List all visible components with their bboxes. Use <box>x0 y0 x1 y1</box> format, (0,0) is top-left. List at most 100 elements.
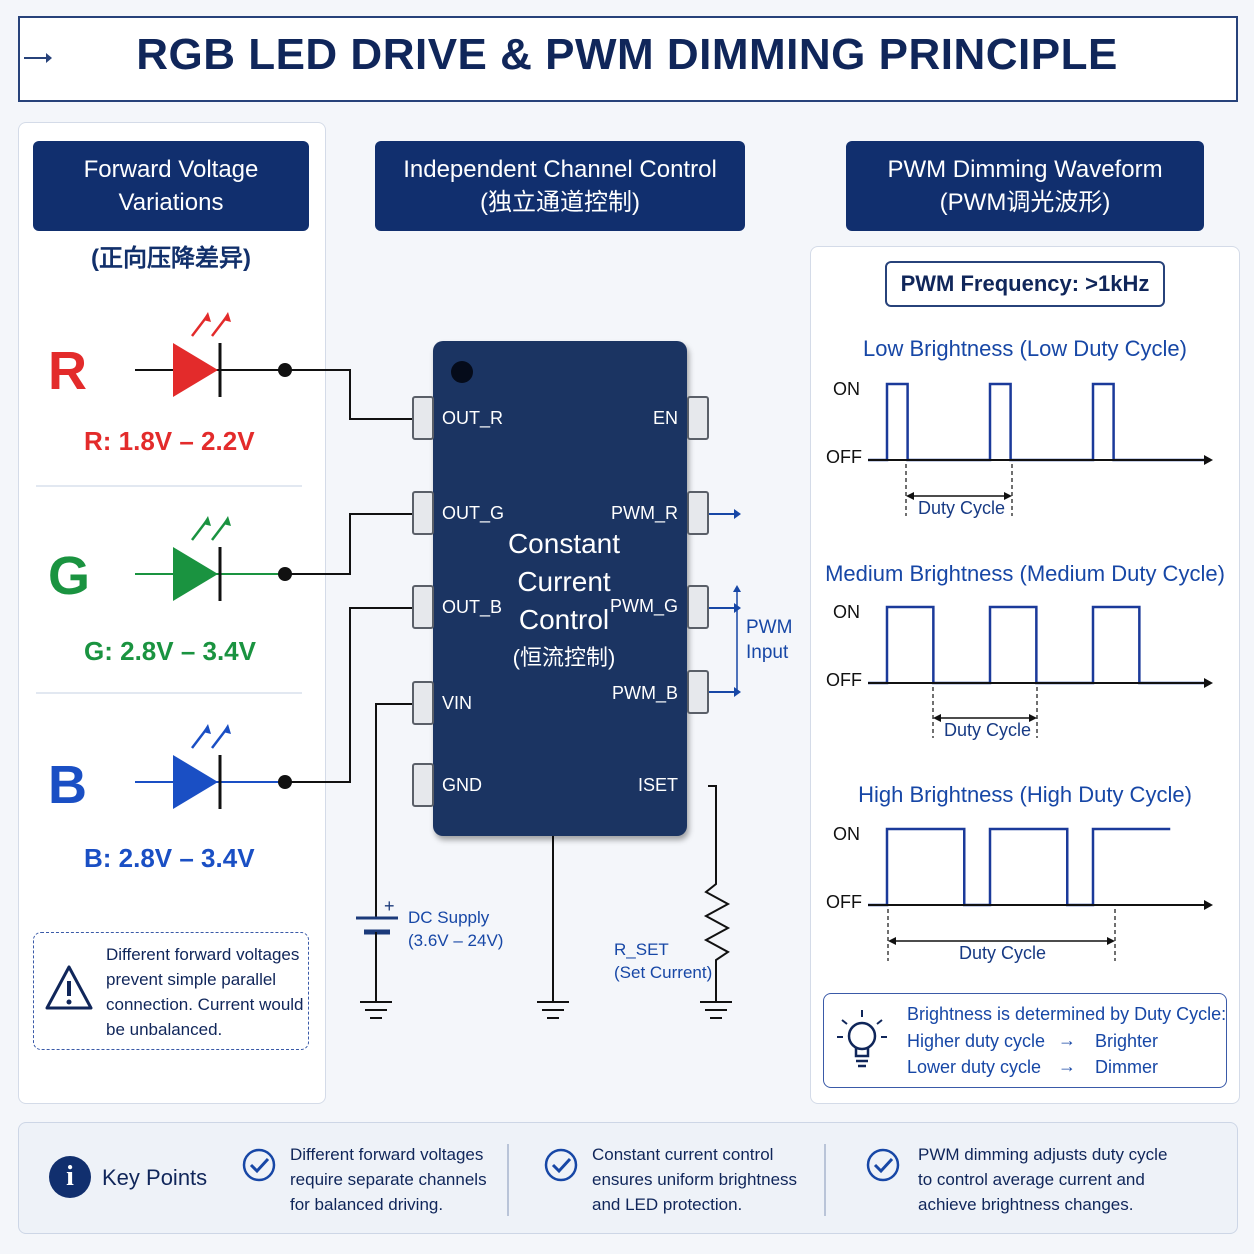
header-line-1: PWM Dimming Waveform <box>887 156 1163 183</box>
chip-line: Control <box>518 604 610 635</box>
driver-ic <box>433 341 687 836</box>
kp-line: Different forward voltages <box>290 1145 484 1164</box>
header-line-1: Forward Voltage <box>83 156 259 183</box>
info-icon: i <box>49 1156 91 1198</box>
warning-note <box>33 932 309 1050</box>
title-bar <box>18 16 1238 102</box>
axis-arrowhead <box>1204 900 1213 910</box>
duty-cycle-arrowhead <box>888 937 896 945</box>
warning-text: Different forward voltages prevent simpl… <box>106 942 306 1042</box>
pin-label-gnd: GND <box>442 775 482 795</box>
pin-pwm-g <box>687 585 709 629</box>
warning-line: Different forward voltages <box>106 945 300 964</box>
header-line-2: (PWM调光波形) <box>939 189 1111 216</box>
divider <box>36 692 302 694</box>
pin-pwm-b <box>687 670 709 714</box>
pwm-waveform-line <box>868 382 1204 462</box>
pin-vin <box>412 681 434 725</box>
header-line-1: Independent Channel Control <box>403 156 717 183</box>
duty-cycle-arrowhead <box>1029 714 1037 722</box>
pwm-waveform-line <box>868 605 1204 685</box>
kp-line: and LED protection. <box>592 1195 743 1214</box>
lightbulb-icon <box>837 1010 887 1068</box>
led-r-letter: R <box>48 341 87 401</box>
led-g-letter: G <box>48 546 91 606</box>
key-points-label: Key Points <box>102 1165 208 1190</box>
page-title: RGB LED DRIVE & PWM DIMMING PRINCIPLE <box>136 30 1118 79</box>
pin-gnd <box>412 763 434 807</box>
axis-arrowhead <box>1204 678 1213 688</box>
divider <box>507 1144 509 1216</box>
forward-voltage-header: Forward Voltage Variations <box>33 141 309 231</box>
led-b-range: B: 2.8V – 3.4V <box>84 843 255 873</box>
led-r-symbol <box>135 312 292 397</box>
pwm-input-label: PWM Input <box>746 615 792 665</box>
header-line-2: Variations <box>118 189 224 216</box>
right-panel <box>810 246 1240 1104</box>
header-line-2: (独立通道控制) <box>480 189 640 216</box>
pwm-waveform-line <box>868 827 1171 907</box>
duty-cycle-arrowhead <box>906 492 914 500</box>
led-g-range: G: 2.8V – 3.4V <box>84 636 256 666</box>
axis-arrowhead <box>1204 455 1213 465</box>
off-label: OFF <box>826 892 862 912</box>
info-row1-left: Higher duty cycle <box>907 1031 1046 1051</box>
pin-out-r <box>412 396 434 440</box>
pin-out-b <box>412 585 434 629</box>
key-point-3: PWM dimming adjusts duty cycle to contro… <box>918 1142 1167 1217</box>
pin-label-vin: VIN <box>442 693 473 713</box>
kp-line: for balanced driving. <box>290 1195 444 1214</box>
duty-cycle-label-low: Duty Cycle <box>918 498 1006 518</box>
kp-line: require separate channels <box>290 1170 487 1189</box>
key-point-2: Constant current control ensures uniform… <box>592 1142 797 1217</box>
chip-line: Constant <box>507 528 621 559</box>
info-row2-left: Lower duty cycle <box>907 1057 1042 1077</box>
pin-label-out-r: OUT_R <box>442 408 504 428</box>
led-r-range: R: 1.8V – 2.2V <box>84 426 255 456</box>
chip-label: Constant Current Control (恒流控制) <box>494 525 634 677</box>
waveform-title-low: Low Brightness (Low Duty Cycle) <box>862 336 1187 361</box>
forward-voltage-subtitle: (正向压降差异) <box>91 245 251 272</box>
label-line: (3.6V – 24V) <box>408 931 504 950</box>
key-point-1: Different forward voltages require separ… <box>290 1142 487 1217</box>
rset-label: R_SET (Set Current) <box>614 938 712 984</box>
pin-out-g <box>412 491 434 535</box>
check-circle-icon <box>866 1148 900 1182</box>
duty-cycle-arrowhead <box>933 714 941 722</box>
key-points-bar <box>18 1122 1238 1234</box>
on-label: ON <box>833 824 860 844</box>
arrow-right-icon: → <box>1058 1030 1076 1050</box>
pin-label-en: EN <box>652 408 678 428</box>
label-line: PWM <box>746 617 793 638</box>
kp-line: PWM dimming adjusts duty cycle <box>918 1145 1168 1164</box>
pin-en <box>687 396 709 440</box>
label-line: R_SET <box>614 940 669 959</box>
duty-cycle-arrowhead <box>1107 937 1115 945</box>
divider <box>824 1144 826 1216</box>
pin-pwm-r <box>687 491 709 535</box>
info-row1-right: Brighter <box>1095 1031 1159 1051</box>
led-b-letter: B <box>48 755 87 815</box>
arrow-right-icon: → <box>1058 1056 1076 1076</box>
pin-label-out-b: OUT_B <box>442 597 503 617</box>
warning-icon <box>45 965 93 1010</box>
info-row2-right: Dimmer <box>1095 1057 1158 1077</box>
brightness-info-box <box>823 993 1227 1088</box>
capacitor-plus: + <box>384 896 395 916</box>
warning-line: prevent simple parallel <box>106 970 277 989</box>
pin-label-pwm-r: PWM_R <box>611 503 678 523</box>
waveform-title-high: High Brightness (High Duty Cycle) <box>858 782 1192 807</box>
off-label: OFF <box>826 447 862 467</box>
pwm-frequency-badge: PWM Frequency: >1kHz <box>885 261 1165 307</box>
duty-cycle-label-high: Duty Cycle <box>959 943 1047 963</box>
warning-line: be unbalanced. <box>106 1020 223 1039</box>
check-circle-icon <box>242 1148 276 1182</box>
duty-cycle-arrowhead <box>1004 492 1012 500</box>
arrow-right-icon <box>24 53 52 63</box>
channel-control-header: Independent Channel Control (独立通道控制) <box>375 141 745 231</box>
label-line: DC Supply <box>408 908 490 927</box>
duty-cycle-label-medium: Duty Cycle <box>944 720 1032 740</box>
off-label: OFF <box>826 670 862 690</box>
led-b-symbol <box>135 724 292 809</box>
